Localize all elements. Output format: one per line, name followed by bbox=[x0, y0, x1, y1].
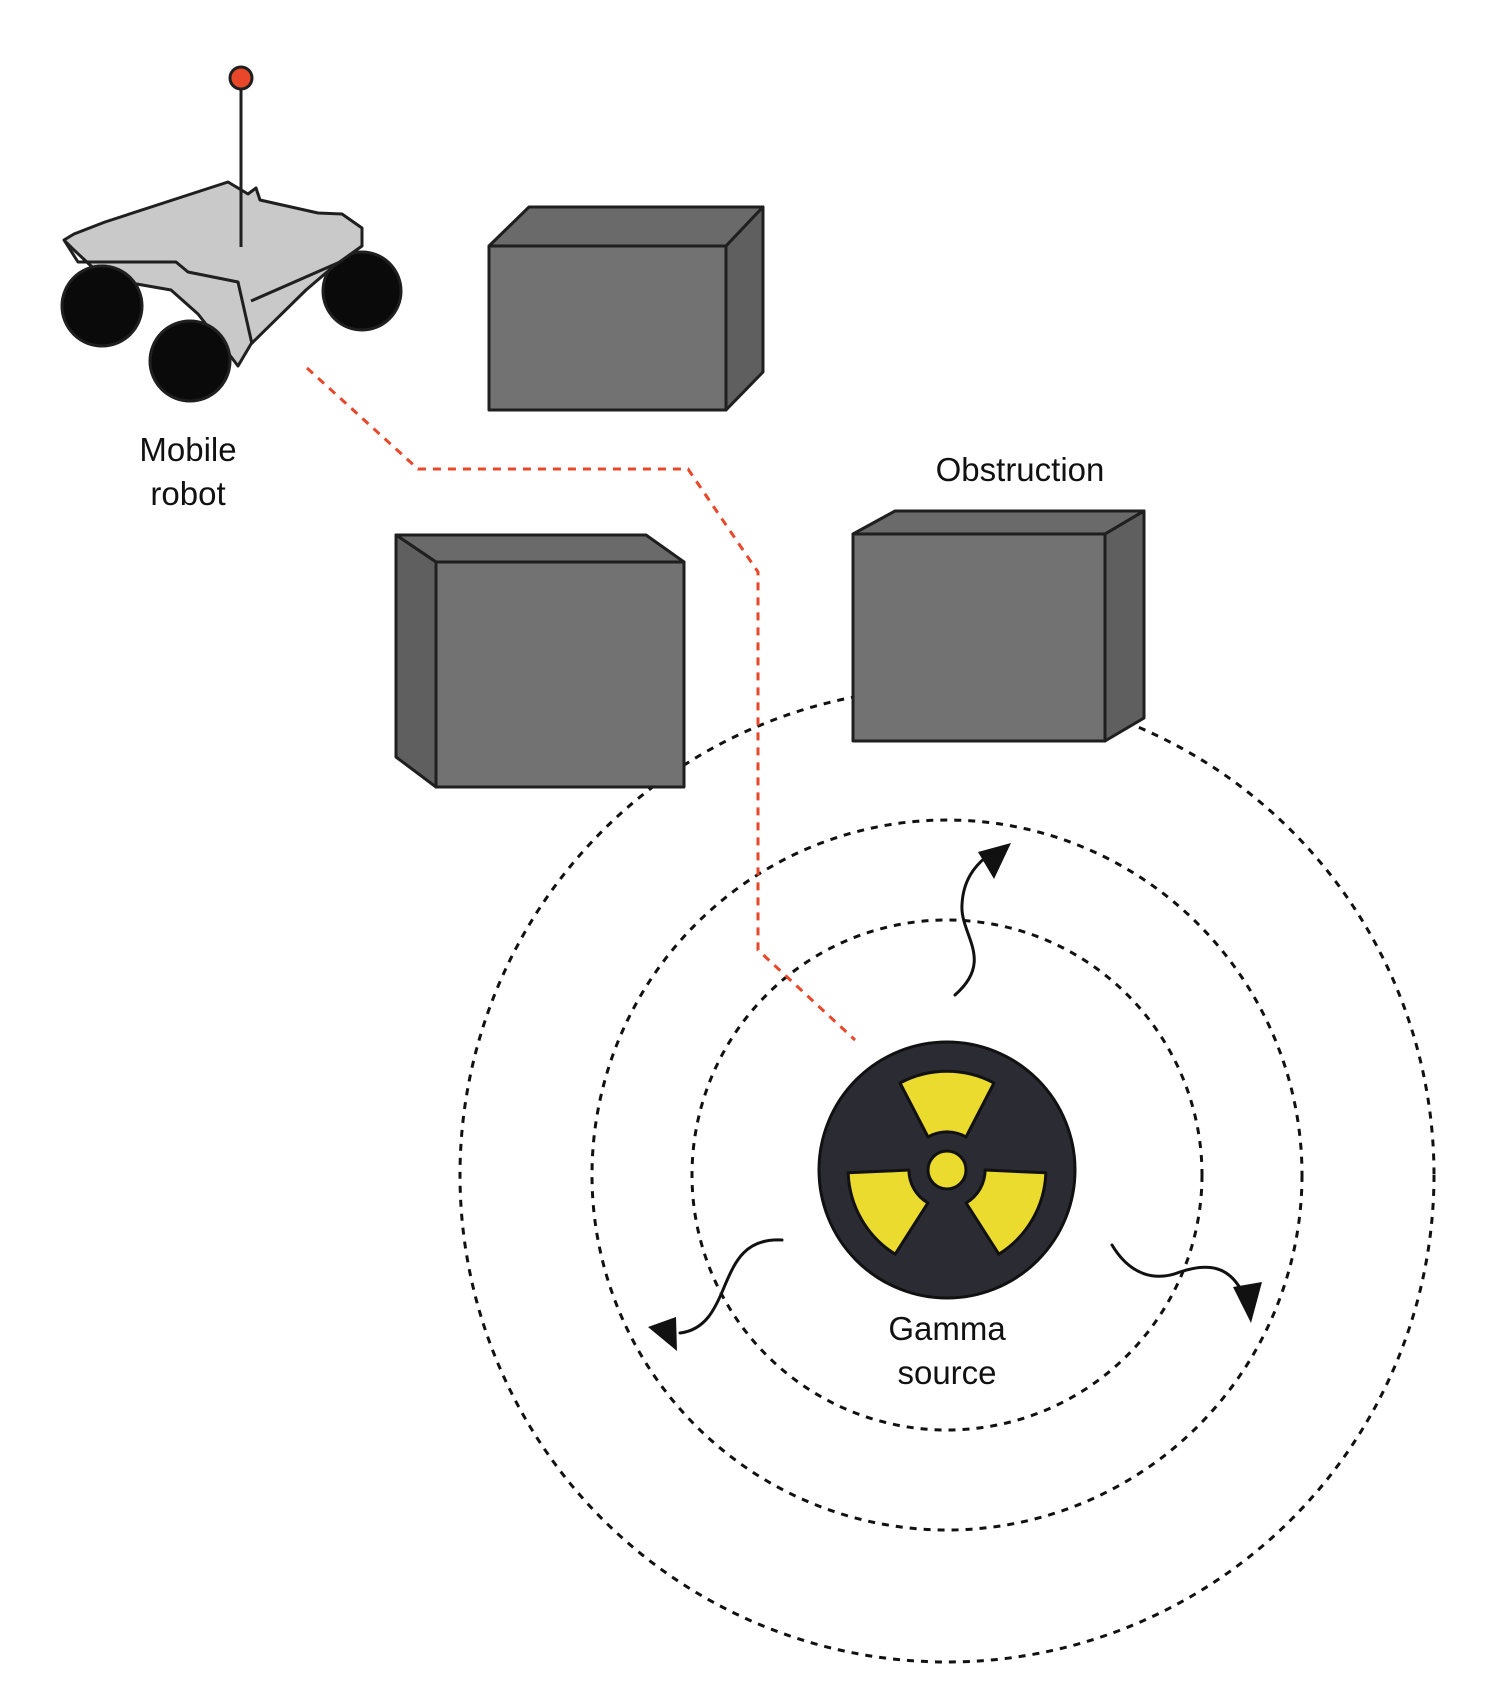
robot-path bbox=[305, 366, 857, 1042]
obstruction-label: Obstruction bbox=[935, 451, 1105, 488]
obstruction-box-right bbox=[851, 509, 1146, 743]
gamma-source-label-line1: Gamma bbox=[888, 1310, 1006, 1347]
box-front-face bbox=[851, 532, 1107, 743]
obstruction-box-left bbox=[394, 533, 686, 789]
trefoil-blade-right bbox=[846, 1168, 930, 1256]
radiation-trefoil-icon bbox=[817, 1040, 1077, 1300]
wavy-arrow-icon bbox=[648, 1238, 784, 1351]
robot-label: Mobile robot bbox=[108, 428, 268, 516]
wheel-back-right bbox=[321, 250, 403, 332]
box-top-face bbox=[394, 533, 686, 564]
box-side-face bbox=[394, 533, 438, 789]
radiation-ring-inner bbox=[690, 918, 1204, 1432]
gamma-source-label-line2: source bbox=[897, 1354, 997, 1391]
radiation-ring-outer bbox=[458, 686, 1436, 1664]
radiation-rings bbox=[458, 686, 1436, 1664]
wheel-front-right bbox=[148, 319, 232, 403]
wheel-front-left bbox=[60, 264, 144, 348]
emission-arrows bbox=[648, 843, 1262, 1351]
box-side-face bbox=[1103, 509, 1146, 743]
box-top-face bbox=[487, 205, 765, 248]
robot-deck-line bbox=[250, 260, 341, 303]
robot-label-line1: Mobile bbox=[139, 431, 237, 468]
obstruction-box-top bbox=[487, 205, 765, 412]
robot-panel-seam bbox=[62, 239, 254, 345]
wavy-arrow-icon bbox=[953, 843, 1011, 997]
box-front-face bbox=[487, 244, 728, 412]
box-front-face bbox=[434, 560, 686, 789]
radiation-ring-middle bbox=[590, 818, 1304, 1532]
box-top-face bbox=[851, 509, 1146, 536]
trefoil-blade-top bbox=[898, 1069, 996, 1139]
trefoil-center bbox=[926, 1149, 968, 1191]
gamma-source-label: Gamma source bbox=[862, 1307, 1032, 1395]
robot-label-line2: robot bbox=[150, 475, 226, 512]
mobile-robot-icon bbox=[60, 65, 403, 403]
wavy-arrow-icon bbox=[1110, 1243, 1262, 1323]
trefoil-blades bbox=[846, 1069, 1048, 1256]
trefoil-blade-left bbox=[964, 1168, 1048, 1256]
antenna-tip-light bbox=[228, 65, 254, 91]
